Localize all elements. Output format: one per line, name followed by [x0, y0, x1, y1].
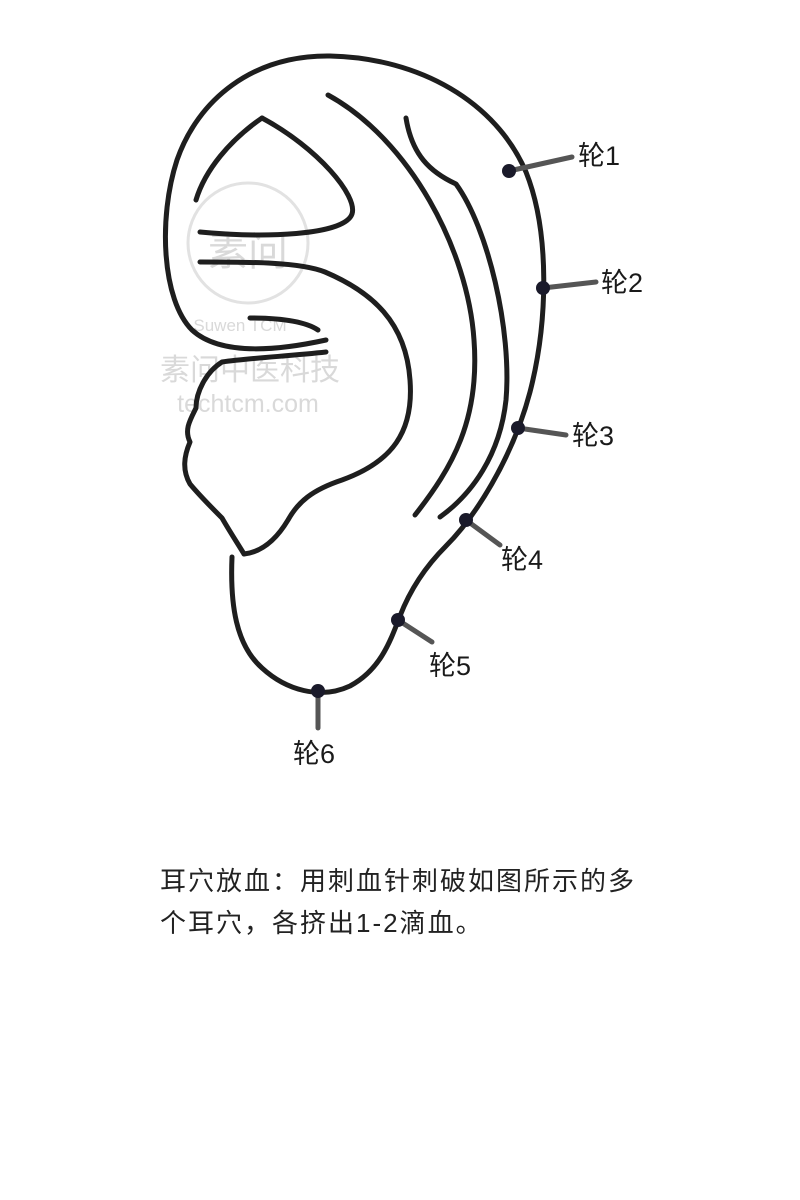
triangular-fossa: [197, 115, 356, 238]
watermark-brand: Suwen TCM: [193, 316, 286, 335]
caption-line-1: 耳穴放血：用刺血针刺破如图所示的多: [160, 866, 637, 896]
leader-line: [506, 154, 575, 174]
acupoint-lun1: 轮1: [502, 141, 620, 178]
acupoint-label: 轮3: [572, 421, 614, 451]
acupoint-label: 轮5: [429, 651, 471, 681]
concha-boundary: [197, 259, 413, 557]
acupoint-label: 轮2: [601, 268, 643, 298]
acupoint-lun3: 轮3: [511, 421, 614, 451]
watermark-logo-circle: [186, 181, 310, 305]
helix-crus: [247, 315, 321, 333]
leader-line: [463, 517, 503, 548]
acupoint-label: 轮4: [501, 545, 543, 575]
acupoint-lun4: 轮4: [459, 513, 543, 575]
acupoint-dot: [311, 684, 325, 698]
caption-line-2: 个耳穴，各挤出1-2滴血。: [160, 908, 484, 938]
antihelix-inner: [403, 115, 510, 520]
acupoint-dot: [536, 281, 550, 295]
watermark: 素问 Suwen TCM 素问中医科技 techtcm.com: [160, 181, 340, 418]
caption: 耳穴放血：用刺血针刺破如图所示的多 个耳穴，各挤出1-2滴血。: [160, 860, 780, 944]
acupoint-label: 轮1: [578, 141, 620, 171]
antihelix-outer: [325, 92, 478, 518]
acupoint-dot: [391, 613, 405, 627]
acupoint-lun6: 轮6: [293, 684, 335, 769]
acupoint-dot: [459, 513, 473, 527]
helix-inner-rim: [193, 115, 265, 203]
leader-line: [540, 279, 599, 291]
acupoint-lun5: 轮5: [391, 613, 471, 681]
acupoint-label: 轮6: [293, 739, 335, 769]
watermark-url: techtcm.com: [177, 390, 319, 418]
leader-line: [515, 425, 569, 438]
acupoint-dot: [511, 421, 525, 435]
acupoint-lun2: 轮2: [536, 268, 643, 298]
tragus-edge: [182, 349, 329, 557]
acupoint-dot: [502, 164, 516, 178]
